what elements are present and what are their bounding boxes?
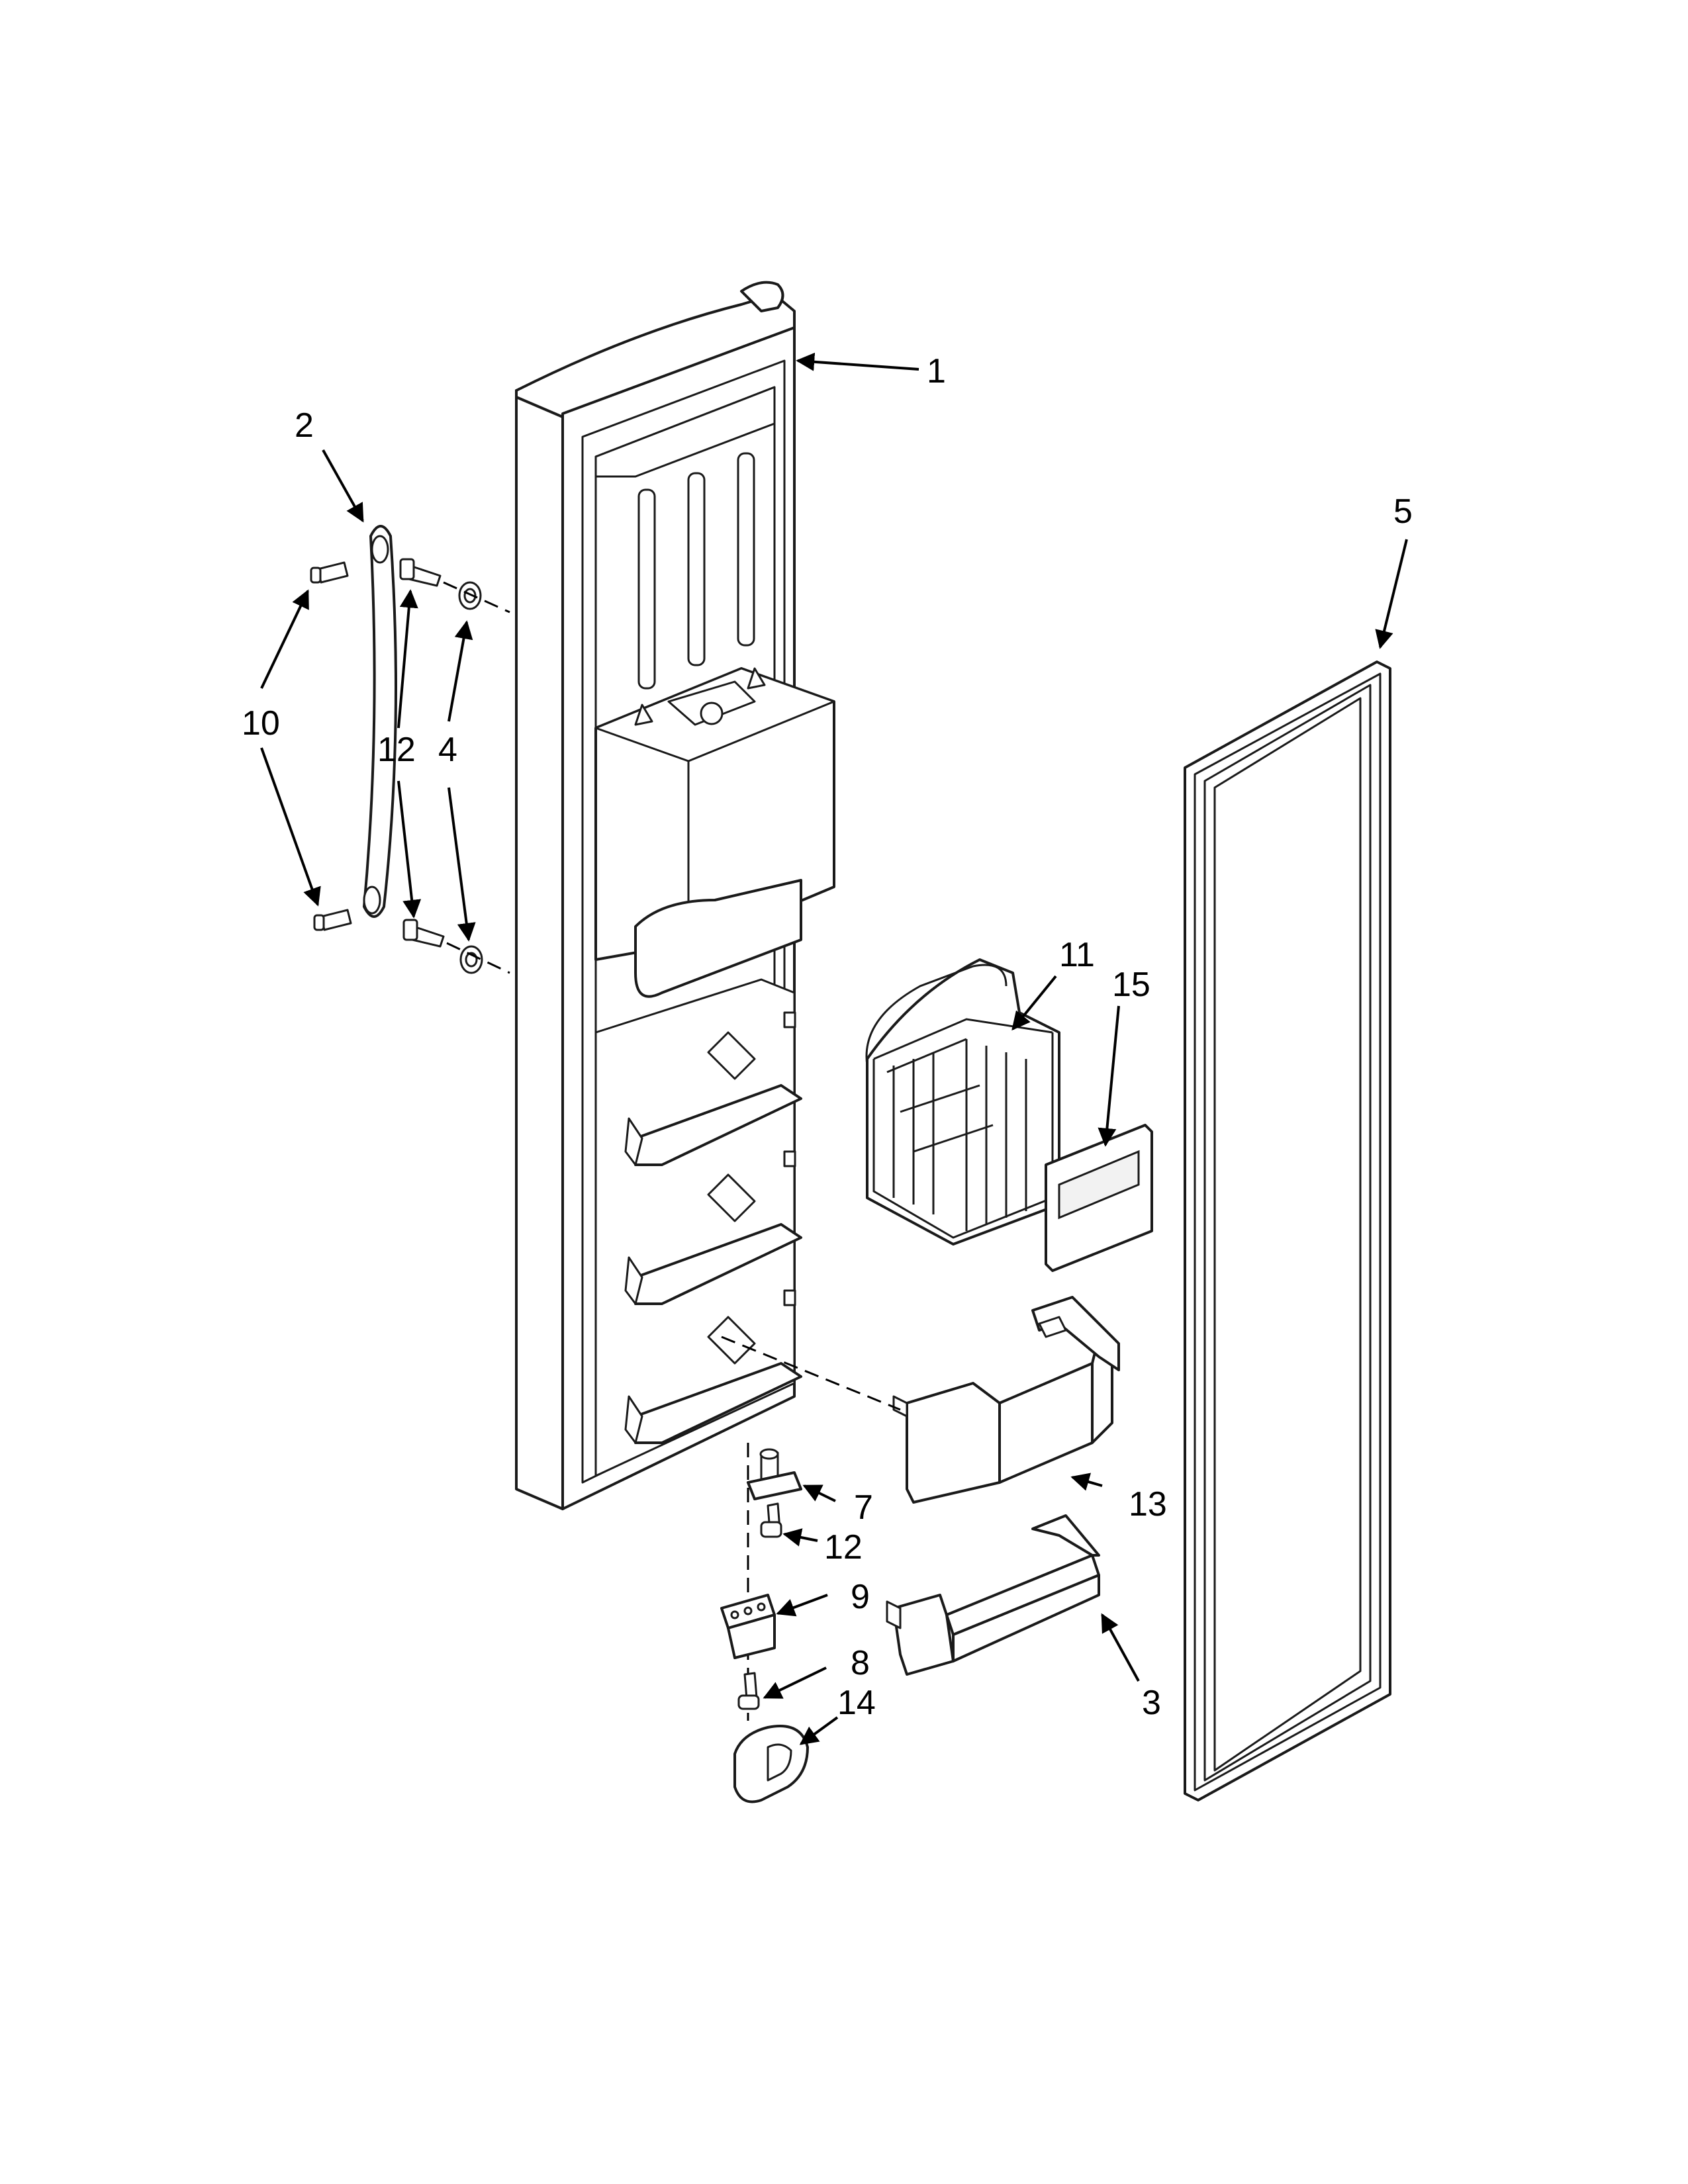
basket-front-part-15 xyxy=(1045,1124,1153,1272)
callout-labels: 1 2 5 10 12 4 11 15 13 7 12 9 8 14 3 xyxy=(242,352,1413,1722)
spacer-part-4-top xyxy=(458,581,482,610)
callout-10: 10 xyxy=(242,704,280,743)
callout-5: 5 xyxy=(1393,492,1413,531)
spacer-part-4-bottom xyxy=(459,945,483,974)
door-handle-part-2 xyxy=(363,525,397,918)
callout-11: 11 xyxy=(1059,936,1095,974)
callout-12b: 12 xyxy=(824,1528,863,1567)
screw-part-12-bottom xyxy=(402,919,445,948)
screw-part-10-bottom xyxy=(313,909,352,931)
callout-12a: 12 xyxy=(377,731,416,769)
hinge-pin-part-7 xyxy=(747,1448,802,1500)
wire-basket-part-11 xyxy=(865,958,1060,1246)
leader-lines xyxy=(260,352,1408,1745)
screw-part-8 xyxy=(737,1672,760,1710)
door-gasket-part-5 xyxy=(1184,660,1391,1801)
hinge-cover-part-14 xyxy=(733,1725,809,1803)
callout-4: 4 xyxy=(438,731,457,769)
callout-2: 2 xyxy=(295,406,314,445)
callout-15: 15 xyxy=(1112,966,1150,1004)
door-assembly-part-1 xyxy=(515,281,835,1510)
door-bin-part-3 xyxy=(886,1514,1100,1676)
screw-part-12-top xyxy=(399,558,442,587)
lower-bin-part-13 xyxy=(892,1296,1120,1504)
callout-1: 1 xyxy=(927,352,946,390)
callout-9: 9 xyxy=(851,1578,870,1616)
screw-part-10-top xyxy=(310,561,349,584)
callout-3: 3 xyxy=(1142,1684,1161,1722)
callout-14: 14 xyxy=(837,1684,876,1722)
screw-part-12-hinge xyxy=(760,1502,782,1538)
hinge-plate-part-9 xyxy=(720,1594,776,1659)
callout-8: 8 xyxy=(851,1644,870,1682)
callout-13: 13 xyxy=(1129,1485,1167,1524)
callout-7: 7 xyxy=(854,1488,873,1527)
